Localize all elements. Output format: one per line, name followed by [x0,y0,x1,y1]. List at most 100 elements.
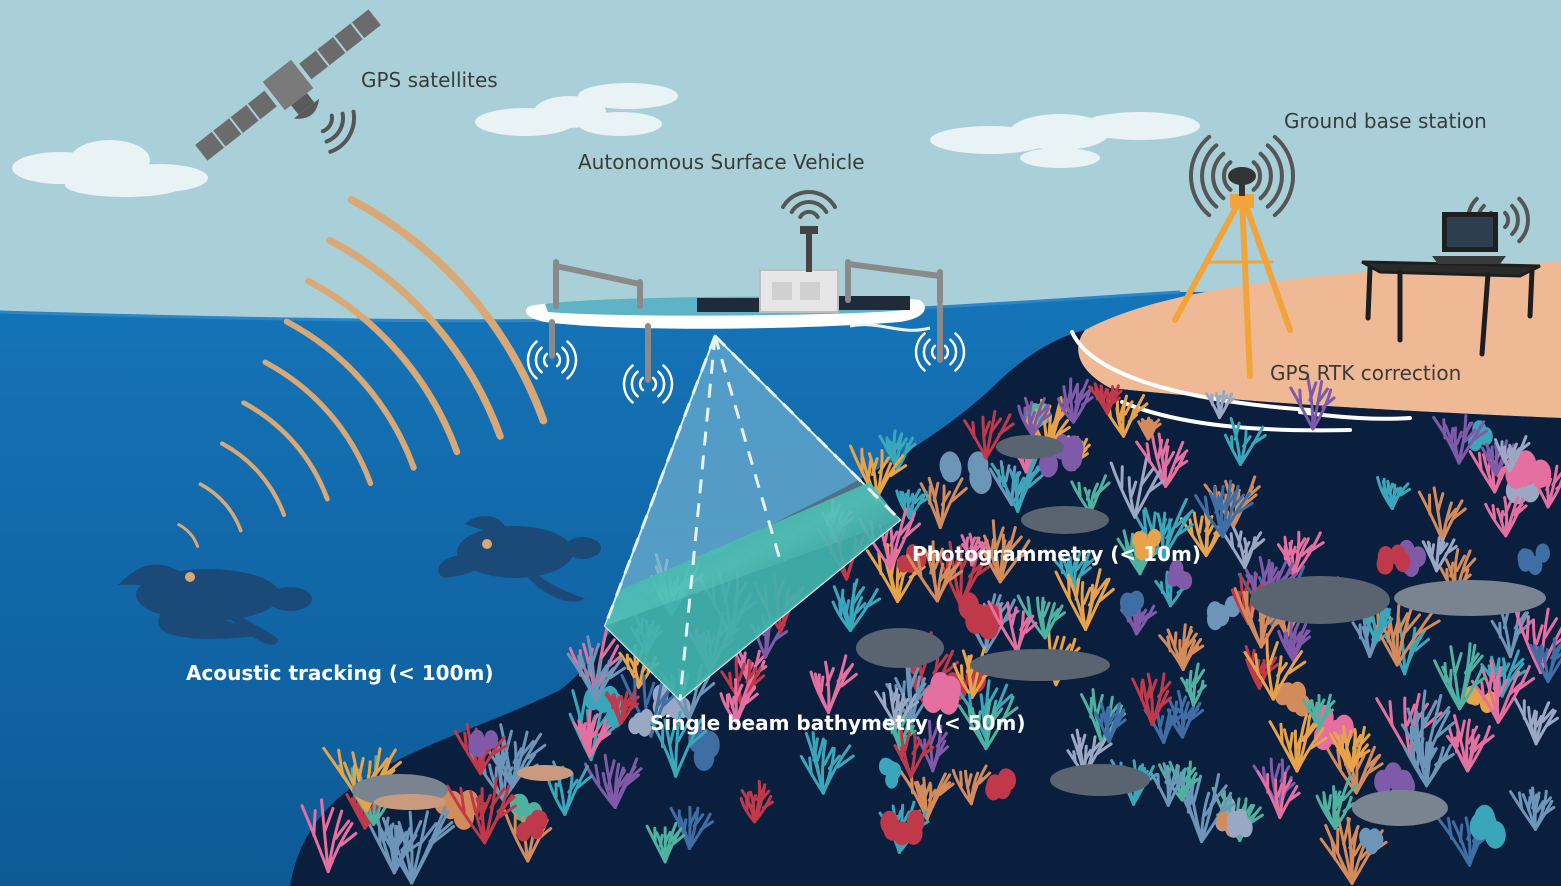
coral-icon [1301,693,1336,731]
coral-icon [1057,377,1094,424]
acoustic-signal-arcs [177,195,548,548]
coral-icon [1094,701,1127,744]
coral-icon [1087,382,1123,415]
label-gps-satellites: GPS satellites [361,68,498,92]
signal-wave [526,340,538,380]
turtle-icon [118,564,312,645]
coral-icon [739,779,774,824]
signal-wave [1272,134,1295,218]
acoustic-arc [241,400,330,502]
rocks [352,435,1546,826]
acoustic-arc [347,195,548,425]
label-autonomous-surface-vehicle: Autonomous Surface Vehicle [578,150,865,174]
coral-icon [1469,804,1506,849]
satellite-icon [195,9,381,161]
coral-icon [1223,416,1267,466]
coral-icon [1289,375,1336,431]
signal-wave [1503,210,1511,230]
coral-icon [990,459,1044,513]
sensing-cone [603,334,902,702]
coral-icon [1484,495,1528,538]
coral-icon [468,729,499,758]
coral-icon [874,682,920,729]
coral-icon [1329,725,1371,772]
coral-icon [1256,770,1301,819]
coral-reef [300,375,1561,885]
signal-wave [630,370,639,398]
coral-icon [958,592,1001,640]
coral-icon [895,488,930,520]
signal-wave [566,340,578,380]
acoustic-arc [262,359,374,487]
signal-wave [789,200,829,214]
label-ground-base-station: Ground base station [1284,109,1487,133]
boat-icon [525,226,943,383]
coral-icon [1494,435,1531,473]
signal-wave [1189,134,1212,218]
coral-icon [1194,479,1254,538]
coral-icon [880,809,925,846]
coral-icon [1137,416,1162,441]
coral-icon [628,708,654,737]
signal-wave [943,344,950,360]
coral-icon [1376,544,1411,575]
coral-icon [939,451,992,495]
signal-wave [638,376,645,392]
coral-icon [566,635,627,703]
signal-wave [320,113,335,134]
coral-icon [1421,536,1458,573]
signal-wave [622,364,634,404]
coral-icon [1166,559,1193,590]
coral-icon [1359,827,1384,855]
coral-icon [906,540,964,603]
coral-icon [951,764,992,806]
coral-icon [1517,543,1551,576]
coral-icon [809,654,858,714]
coral-icon [1180,662,1207,707]
coral-icon [1513,696,1559,746]
signal-wave [1251,160,1262,192]
signal-wave [662,364,674,404]
signal-wave [1258,151,1273,201]
label-single-beam-bathymetry: Single beam bathymetry (< 50m) [650,711,1026,735]
coral-icon [688,725,720,771]
coral-icon [1432,414,1488,465]
acoustic-arc [219,441,287,517]
signal-wave [798,209,820,219]
coral-icon [985,768,1016,801]
clouds [12,83,1200,197]
coral-icon [1417,486,1467,542]
label-gps-rtk-correction: GPS RTK correction [1270,361,1462,385]
coral-icon [1268,713,1328,773]
coral-icon [1226,808,1253,838]
signal-wave [324,111,345,144]
coral-icon [1433,642,1487,711]
coral-icon [1376,475,1411,510]
turtle-icon [438,516,601,602]
coral-icon [799,731,855,795]
signal-wave [1510,203,1520,237]
coral-icon [987,600,1038,654]
coral-icon [1120,601,1158,636]
signal-wave [1222,160,1233,192]
coral-icon [446,776,517,845]
signal-wave [914,332,926,372]
coral-icon [650,710,708,778]
coral-icon [583,753,643,809]
coral-icon [922,672,961,715]
signal-wave [949,338,958,366]
coral-icon [1403,732,1455,788]
coral-icon [645,821,686,864]
coral-icon [1131,672,1173,726]
coral-icon [1109,457,1165,519]
coral-icon [849,444,908,502]
coral-icon [1120,590,1145,617]
coral-icon [376,806,456,885]
coral-icon [1315,774,1358,830]
coral-icon [719,678,759,725]
cloud-icon [930,112,1200,168]
coral-icon [516,809,548,842]
signal-wave [555,352,562,368]
label-acoustic-tracking: Acoustic tracking (< 100m) [186,661,494,685]
coral-icon [1135,432,1189,488]
